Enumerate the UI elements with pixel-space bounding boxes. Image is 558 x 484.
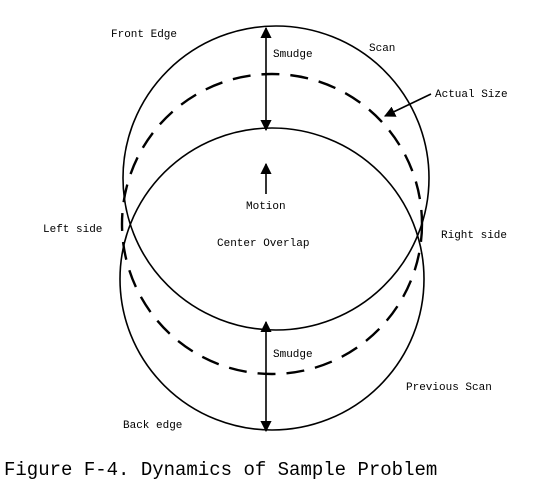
scan-label: Scan (369, 43, 395, 55)
right-side-label: Right side (441, 230, 507, 242)
center-overlap-label: Center Overlap (217, 238, 309, 250)
smudge-top-label: Smudge (273, 49, 313, 61)
previous-scan-circle (119, 127, 425, 431)
figure-caption: Figure F-4. Dynamics of Sample Problem (4, 459, 437, 481)
left-side-label: Left side (43, 224, 102, 236)
front-edge-label: Front Edge (111, 29, 177, 41)
actual-size-circle (120, 72, 424, 376)
actual-size-label: Actual Size (435, 89, 508, 101)
scan-circle (122, 25, 430, 331)
smudge-bottom-label: Smudge (273, 349, 313, 361)
back-edge-label: Back edge (123, 420, 182, 432)
actual-size-pointer (383, 93, 432, 117)
previous-scan-label: Previous Scan (406, 382, 492, 394)
motion-label: Motion (246, 201, 286, 213)
